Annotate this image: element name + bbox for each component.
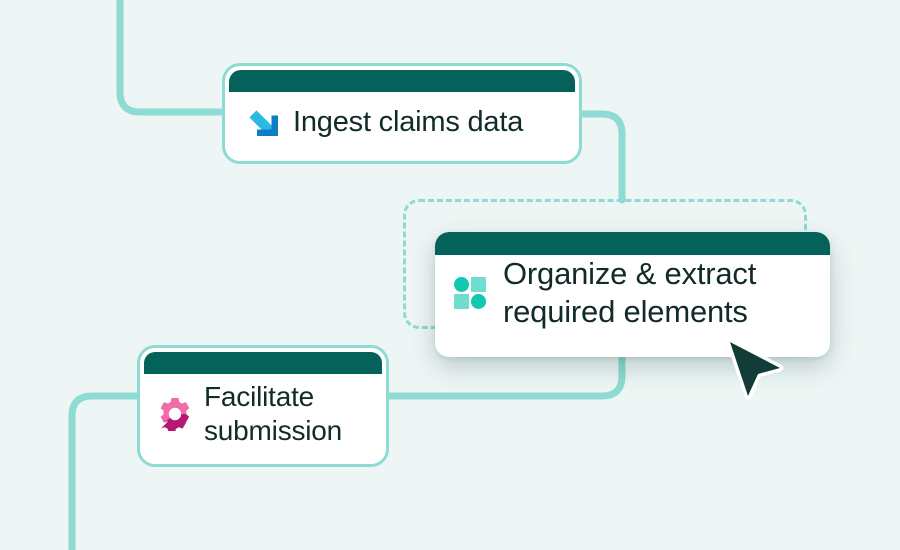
shapes-grid-icon <box>454 276 486 309</box>
flow-node-facilitate-body: Facilitate submission <box>144 374 382 460</box>
flow-node-ingest-inner: Ingest claims data <box>229 70 575 157</box>
gear-icon <box>160 398 190 431</box>
flow-node-ingest-label: Ingest claims data <box>293 105 524 138</box>
flow-node-organize-body: Organize & extract required elements <box>435 255 830 337</box>
flow-node-facilitate-label: Facilitate submission <box>204 380 343 446</box>
flow-node-organize[interactable]: Organize & extract required elements <box>435 232 830 357</box>
flow-node-organize-header <box>435 232 830 255</box>
arrow-down-right-icon <box>249 110 278 136</box>
connector-facilitate-to-organize <box>385 352 626 400</box>
connector-facilitate-to-bottom <box>68 392 141 550</box>
flow-node-facilitate-header <box>144 352 382 374</box>
connector-top-to-ingest <box>116 0 228 116</box>
connector-ingest-to-organize <box>576 110 626 204</box>
flow-node-ingest-header <box>229 70 575 92</box>
flow-node-ingest[interactable]: Ingest claims data <box>222 63 582 164</box>
flow-node-organize-label: Organize & extract required elements <box>503 256 757 329</box>
flow-node-facilitate-inner: Facilitate submission <box>144 352 382 460</box>
flow-node-facilitate[interactable]: Facilitate submission <box>137 345 389 467</box>
flow-node-ingest-body: Ingest claims data <box>229 92 575 157</box>
